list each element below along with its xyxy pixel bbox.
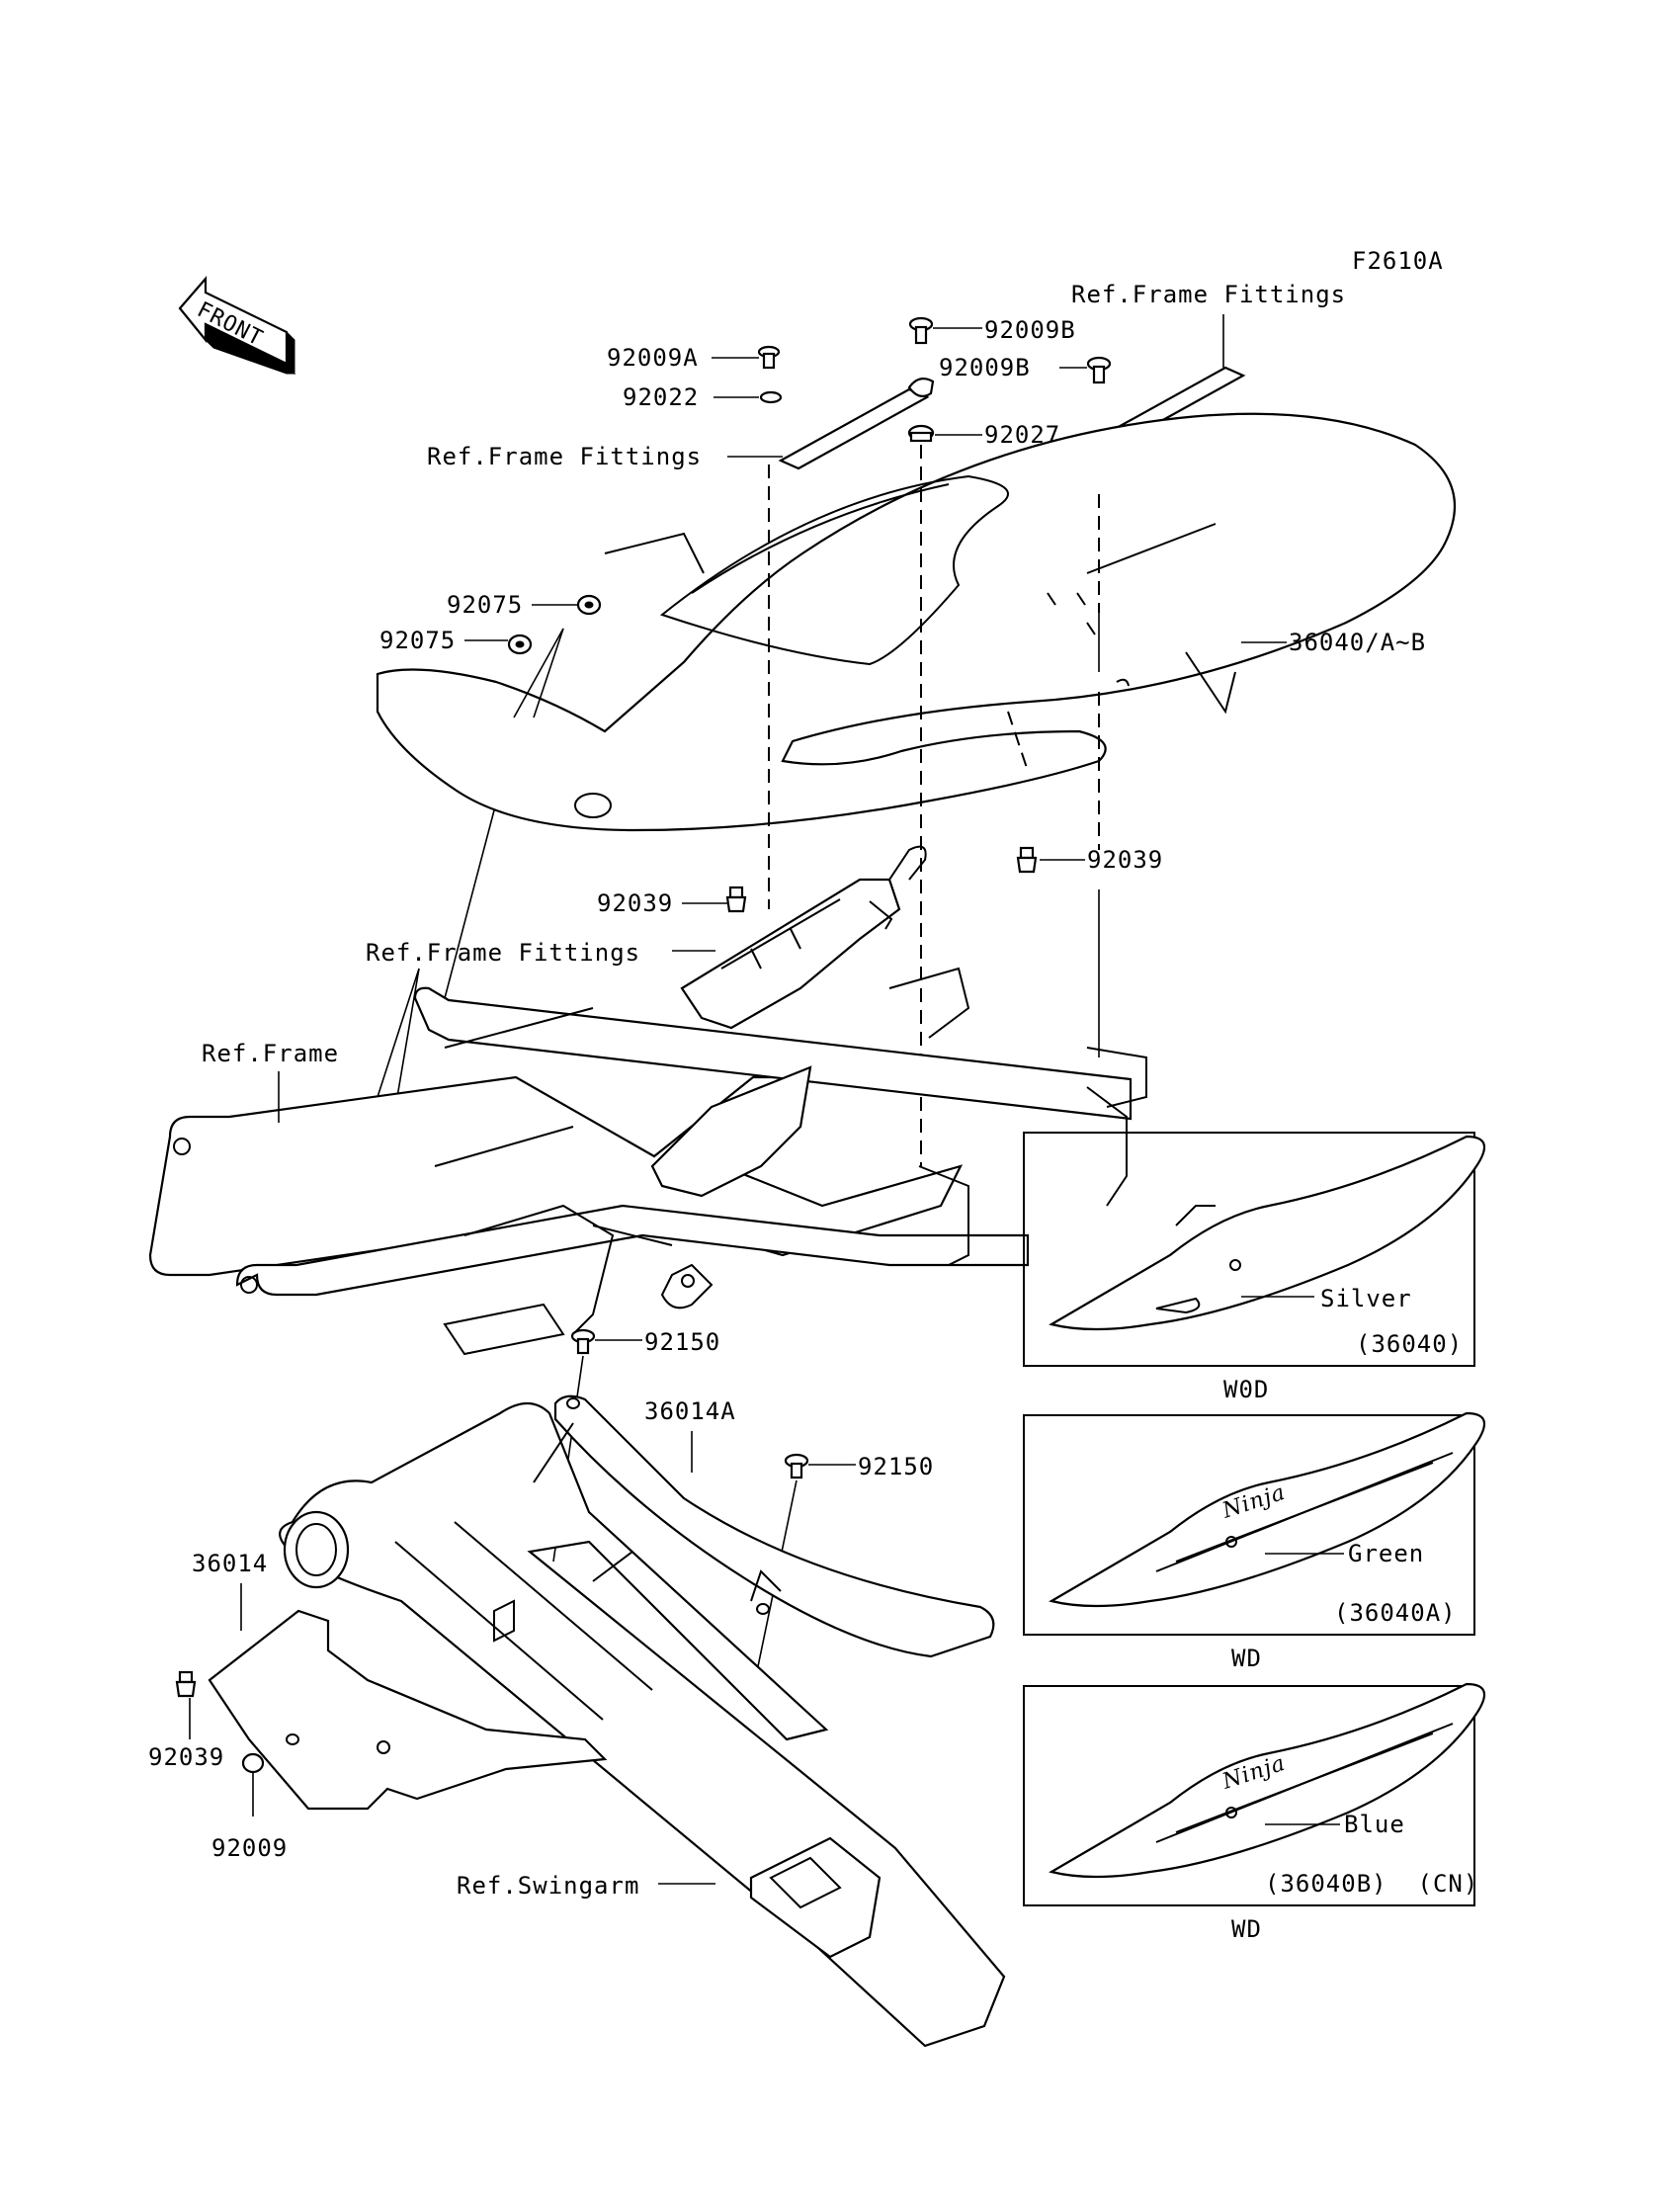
label-ref-frame-fittings-left: Ref.Frame Fittings [427, 443, 702, 470]
bolt-92039-3-icon [175, 1670, 197, 1698]
label-92039-1: 92039 [1087, 846, 1163, 874]
label-36014A: 36014A [644, 1397, 736, 1425]
variant-box-green: Ninja Green (36040A) [1023, 1411, 1486, 1636]
variant-green-part: (36040A) [1334, 1599, 1457, 1627]
label-92022: 92022 [623, 383, 699, 411]
swingarm-ref [279, 1401, 1006, 2048]
screw-92009B-1-icon [908, 316, 934, 345]
bolt-92039-1-icon [1016, 846, 1038, 874]
variant-box-silver: Silver (36040) [1023, 1132, 1486, 1367]
variant-blue-model: WD [1231, 1915, 1262, 1943]
label-92075-2: 92075 [379, 627, 456, 654]
variant-box-blue: Ninja Blue (36040B) (CN) [1023, 1682, 1486, 1906]
bolt-92039-2-icon [725, 886, 747, 913]
bracket-ref-frame-fittings [680, 845, 927, 1030]
label-36014: 36014 [192, 1550, 268, 1577]
variant-silver-color: Silver [1320, 1285, 1412, 1312]
label-92009B-1: 92009B [984, 316, 1076, 344]
grommet-92075-1-icon [576, 594, 602, 616]
label-92039-3: 92039 [148, 1743, 224, 1771]
bolt-92150-2-icon [784, 1453, 809, 1479]
variant-blue-color: Blue [1344, 1811, 1405, 1838]
label-92009B-2: 92009B [939, 354, 1031, 381]
washer-92022-icon [759, 390, 783, 404]
mudguard-36014 [208, 1599, 608, 1811]
variant-green-model: WD [1231, 1645, 1262, 1672]
label-92039-2: 92039 [597, 889, 673, 917]
variant-green-color: Green [1348, 1540, 1424, 1567]
bolt-92150-1-icon [570, 1328, 596, 1355]
variant-blue-part: (36040B) (CN) [1265, 1870, 1478, 1898]
label-92150-1: 92150 [644, 1328, 720, 1356]
label-92150-2: 92150 [858, 1453, 934, 1480]
label-92009A: 92009A [607, 344, 699, 372]
seat-cowl-36040 [376, 412, 1457, 832]
diagram-code: F2610A [1352, 247, 1444, 275]
bolt-92009-icon [241, 1752, 265, 1774]
screw-92009B-2-icon [1086, 356, 1112, 384]
variant-silver-part: (36040) [1356, 1330, 1463, 1358]
label-ref-frame-fittings-mid: Ref.Frame Fittings [366, 939, 640, 967]
variant-silver-model: W0D [1223, 1376, 1269, 1403]
label-36040-A-B: 36040/A~B [1289, 629, 1426, 656]
label-92075-1: 92075 [447, 591, 523, 619]
nut-92027-1-icon [907, 424, 935, 443]
grommet-92075-2-icon [507, 634, 533, 655]
chain-guard-36014A [533, 1394, 995, 1658]
front-arrow-icon: FRONT [178, 276, 296, 376]
label-ref-frame-fittings-top: Ref.Frame Fittings [1071, 281, 1346, 308]
screw-92009A-icon [757, 345, 781, 370]
frame-ref [148, 967, 1147, 1356]
label-92009: 92009 [211, 1834, 288, 1862]
label-ref-frame: Ref.Frame [202, 1040, 339, 1067]
label-ref-swingarm: Ref.Swingarm [457, 1872, 639, 1900]
